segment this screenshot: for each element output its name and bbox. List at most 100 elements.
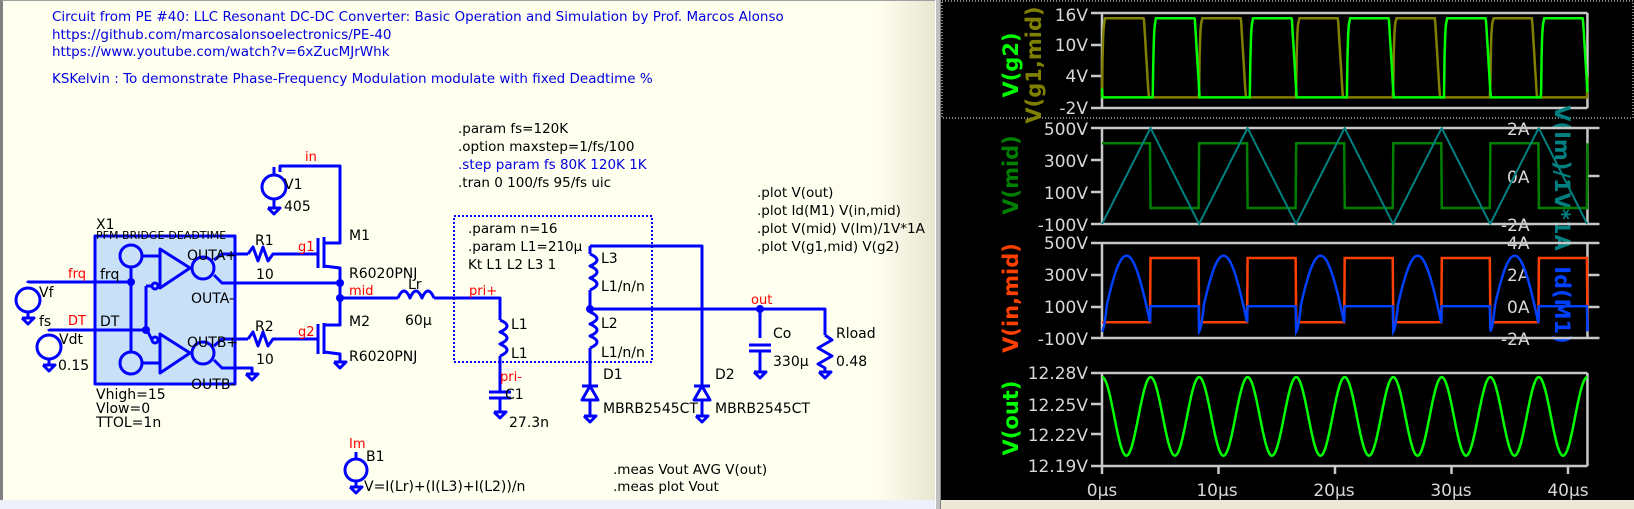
vdt-value[interactable]: 0.15 [58,358,90,374]
schematic-editor[interactable]: Circuit from PE #40: LLC Resonant DC-DC … [0,0,935,500]
rload-ref[interactable]: Rload [836,326,876,342]
plot-vg-directive[interactable]: .plot V(g1,mid) V(g2) [757,239,900,255]
m1-ref[interactable]: M1 [349,228,370,244]
trace-label-v-im[interactable]: V(Im)/1V*1A [1550,105,1574,251]
d1-ref[interactable]: D1 [603,367,623,383]
net-label-g2[interactable]: g2 [298,325,315,340]
tran-directive[interactable]: .tran 0 100/fs 95/fs uic [458,175,612,191]
coupling-directive[interactable]: Kt L1 L2 L3 1 [468,257,557,273]
l2-value[interactable]: L1/n/n [601,345,645,361]
l3-ref[interactable]: L3 [601,251,618,267]
waveform-viewer[interactable]: V(g2) V(g1,mid) 16V 10V 4V -2V V(mid) V(… [941,0,1634,501]
trace-label-v-g2[interactable]: V(g2) [999,32,1023,97]
net-label-g1[interactable]: g1 [298,240,315,255]
net-label-im[interactable]: Im [349,437,366,452]
pane3-ytick-3: -100V [1038,330,1089,350]
net-label-pri-minus[interactable]: pri- [500,370,522,385]
trace-label-v-g1-mid[interactable]: V(g1,mid) [1022,6,1046,123]
m2-model[interactable]: R6020PNJ [349,349,418,365]
vf-ref[interactable]: Vf [39,285,54,301]
trace-label-id-m1[interactable]: Id(M1) [1550,266,1574,344]
step-directive[interactable]: .step param fs 80K 120K 1K [458,157,647,173]
trace-v-in-mid [1102,256,1589,324]
meas-plot-directive[interactable]: .meas plot Vout [613,479,719,495]
meas-vout-directive[interactable]: .meas Vout AVG V(out) [613,462,768,478]
b1-value[interactable]: V=I(Lr)+(I(L3)+I(L2))/n [364,479,526,495]
pane3-rtick-3: -2A [1501,330,1530,350]
d2-ref[interactable]: D2 [715,367,735,383]
r2-value[interactable]: 10 [256,352,274,368]
x1-param-vhigh: Vhigh=15 [96,387,166,403]
param-l1-directive[interactable]: .param L1=210µ [468,239,583,255]
lr-ref[interactable]: Lr [408,277,422,293]
net-label-mid[interactable]: mid [349,284,374,299]
trace-v-g1-mid [1100,17,1589,99]
v1-ref[interactable]: V1 [284,177,303,193]
trace-v-mid [1102,141,1589,210]
option-directive[interactable]: .option maxstep=1/fs/100 [458,139,635,155]
l2-ref[interactable]: L2 [601,316,618,332]
d2-model[interactable]: MBRB2545CT [715,401,810,417]
trace-v-g2 [1100,17,1589,99]
param-n-directive[interactable]: .param n=16 [468,221,558,237]
pane1-ytick-1: 10V [1055,36,1089,56]
co-value[interactable]: 330µ [773,354,809,370]
x1-pin-outb-minus: OUTB- [191,377,236,393]
net-label-frq[interactable]: frq [68,267,86,282]
trace-label-v-in-mid[interactable]: V(in,mid) [999,243,1023,353]
l1-value[interactable]: L1 [511,346,528,362]
x1-param-vlow: Vlow=0 [96,401,151,417]
net-label-in[interactable]: in [305,150,317,165]
plot-vout-directive[interactable]: .plot V(out) [757,185,834,201]
pane3-ytick-0: 500V [1044,234,1088,254]
plot-vmid-directive[interactable]: .plot V(mid) V(Im)/1V*1A [757,221,925,237]
trace-label-v-out[interactable]: V(out) [999,381,1023,456]
pane-splitter[interactable] [935,0,941,509]
vdt-ref[interactable]: Vdt [59,332,83,348]
pane2-ytick-3: -100V [1038,216,1089,236]
trace-label-v-mid[interactable]: V(mid) [999,135,1023,215]
plot-pane-mid-im: V(mid) V(Im)/1V*1A 500V 300V 100V -100V … [999,105,1600,252]
pane3-ytick-1: 300V [1044,266,1088,286]
x1-pin-outa-plus: OUTA+ [187,248,238,264]
r2-ref[interactable]: R2 [255,319,274,335]
xtick-0: 0µs [1087,481,1118,500]
l1-ref[interactable]: L1 [511,317,528,333]
x1-pin-outb-plus: OUTB+ [187,335,239,351]
pane2-rtick-0: 2A [1507,120,1530,140]
r1-ref[interactable]: R1 [255,233,274,249]
l3-value[interactable]: L1/n/n [601,279,645,295]
xtick-3: 30µs [1430,481,1471,500]
lr-value[interactable]: 60µ [405,313,432,329]
github-link-text: https://github.com/marcosalonsoelectroni… [52,27,392,43]
param-fs-directive[interactable]: .param fs=120K [458,121,569,137]
c1-value[interactable]: 27.3n [509,415,550,431]
co-ref[interactable]: Co [773,326,792,342]
rload-value[interactable]: 0.48 [836,354,868,370]
c1-ref[interactable]: C1 [505,387,524,403]
net-label-pri-plus[interactable]: pri+ [469,284,498,299]
waveform-plots: V(g2) V(g1,mid) 16V 10V 4V -2V V(mid) V(… [941,0,1634,501]
m1-model[interactable]: R6020PNJ [349,266,418,282]
active-pane-border [941,0,1634,119]
pane2-ytick-0: 500V [1044,120,1088,140]
plot-pane-inmid-idm1: V(in,mid) Id(M1) 500V 300V 100V -100V 4A… [999,234,1600,353]
x1-model: PFM-BRIDGE-DEADTIME [96,229,227,242]
net-label-out[interactable]: out [751,293,773,308]
trace-v-out [1101,375,1588,457]
pane1-ytick-2: 4V [1066,67,1089,87]
b1-ref[interactable]: B1 [366,449,385,465]
plot-pane-gate-voltages: V(g2) V(g1,mid) 16V 10V 4V -2V [999,6,1589,124]
plot-idm1-directive[interactable]: .plot Id(M1) V(in,mid) [757,203,901,219]
net-label-dt[interactable]: DT [68,314,86,329]
pane4-ytick-0: 12.28V [1028,364,1089,384]
d1-model[interactable]: MBRB2545CT [603,401,698,417]
pane2-ytick-1: 300V [1044,152,1088,172]
r1-value[interactable]: 10 [256,267,274,283]
author-note-text: KSKelvin : To demonstrate Phase-Frequenc… [52,71,653,87]
pane3-ytick-2: 100V [1044,298,1088,318]
v1-value[interactable]: 405 [284,199,311,215]
vf-value[interactable]: fs [39,314,52,330]
xtick-4: 40µs [1547,481,1588,500]
m2-ref[interactable]: M2 [349,314,370,330]
